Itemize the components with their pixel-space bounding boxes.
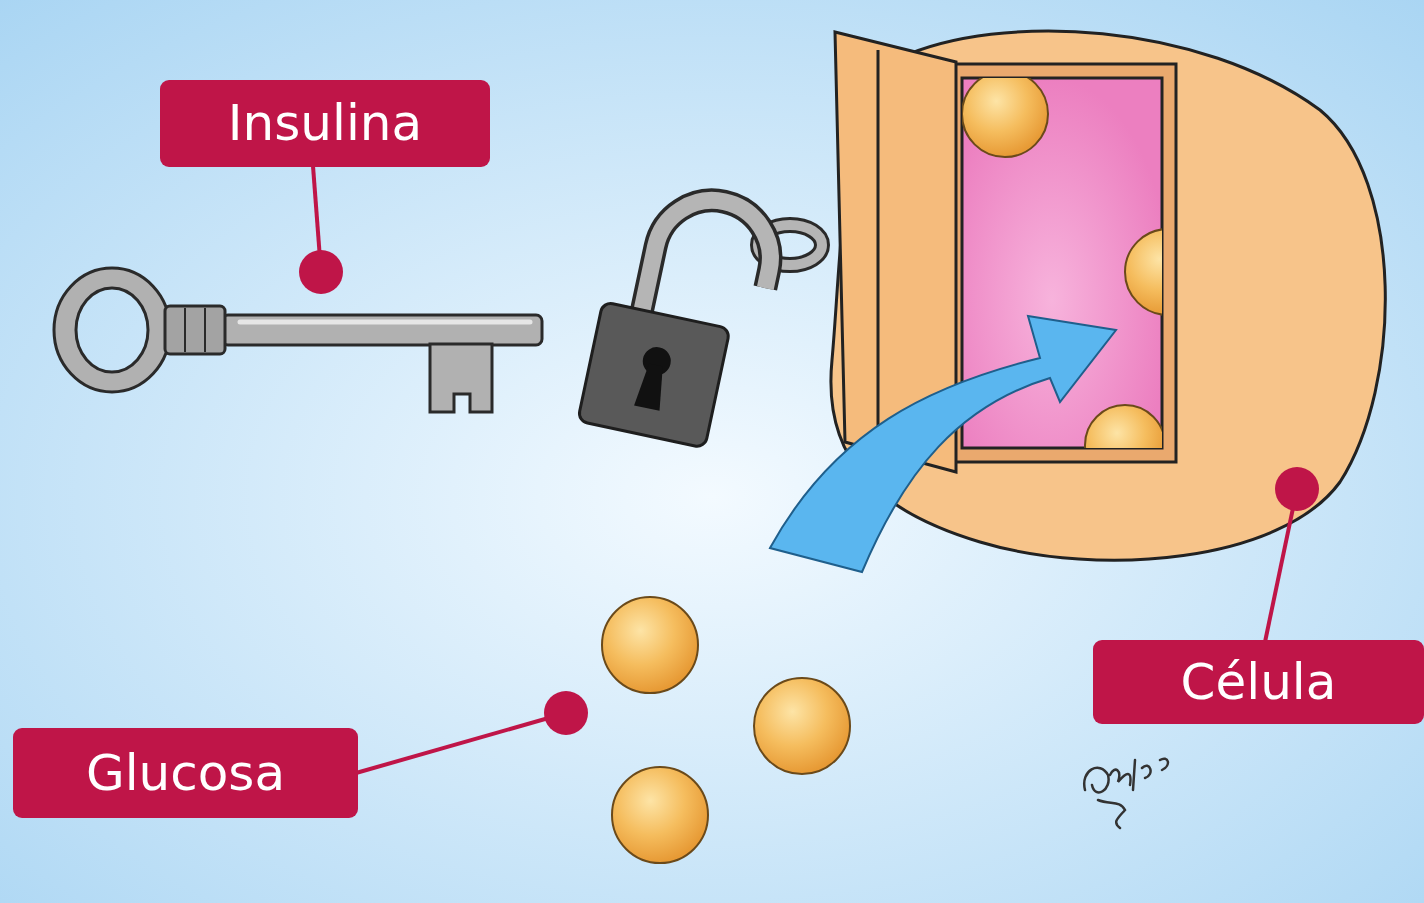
leader-dot bbox=[544, 691, 588, 735]
callout-label: Glucosa bbox=[13, 728, 358, 818]
key-bow bbox=[54, 268, 170, 392]
glucose-molecule bbox=[962, 78, 1048, 157]
glucose-molecule bbox=[754, 678, 850, 774]
glucose-molecule bbox=[602, 597, 698, 693]
cell-body bbox=[831, 31, 1385, 560]
label-text: Insulina bbox=[228, 96, 422, 151]
leader-line bbox=[356, 713, 566, 773]
key-bit bbox=[430, 344, 492, 412]
leader-dot bbox=[1275, 467, 1319, 511]
key-highlight bbox=[240, 320, 530, 325]
callout-label: Insulina bbox=[160, 80, 490, 167]
key-shaft bbox=[222, 315, 542, 345]
padlock-body bbox=[578, 302, 731, 448]
leader-dot bbox=[299, 250, 343, 294]
glucose-molecule bbox=[1085, 405, 1162, 448]
signature bbox=[1084, 759, 1168, 828]
glucose-molecule bbox=[612, 767, 708, 863]
label-text: Glucosa bbox=[86, 746, 285, 801]
key-collar-groove bbox=[204, 308, 206, 352]
cell-door-edge bbox=[877, 50, 880, 452]
label-text: Célula bbox=[1181, 655, 1337, 710]
glucose-molecule bbox=[1125, 229, 1162, 315]
callout-label: Célula bbox=[1093, 640, 1424, 724]
key-collar bbox=[165, 306, 225, 354]
key-collar-groove bbox=[184, 308, 186, 352]
leader-line bbox=[1265, 489, 1297, 642]
padlock-keyhole bbox=[634, 362, 669, 410]
entry-arrow bbox=[770, 316, 1116, 572]
